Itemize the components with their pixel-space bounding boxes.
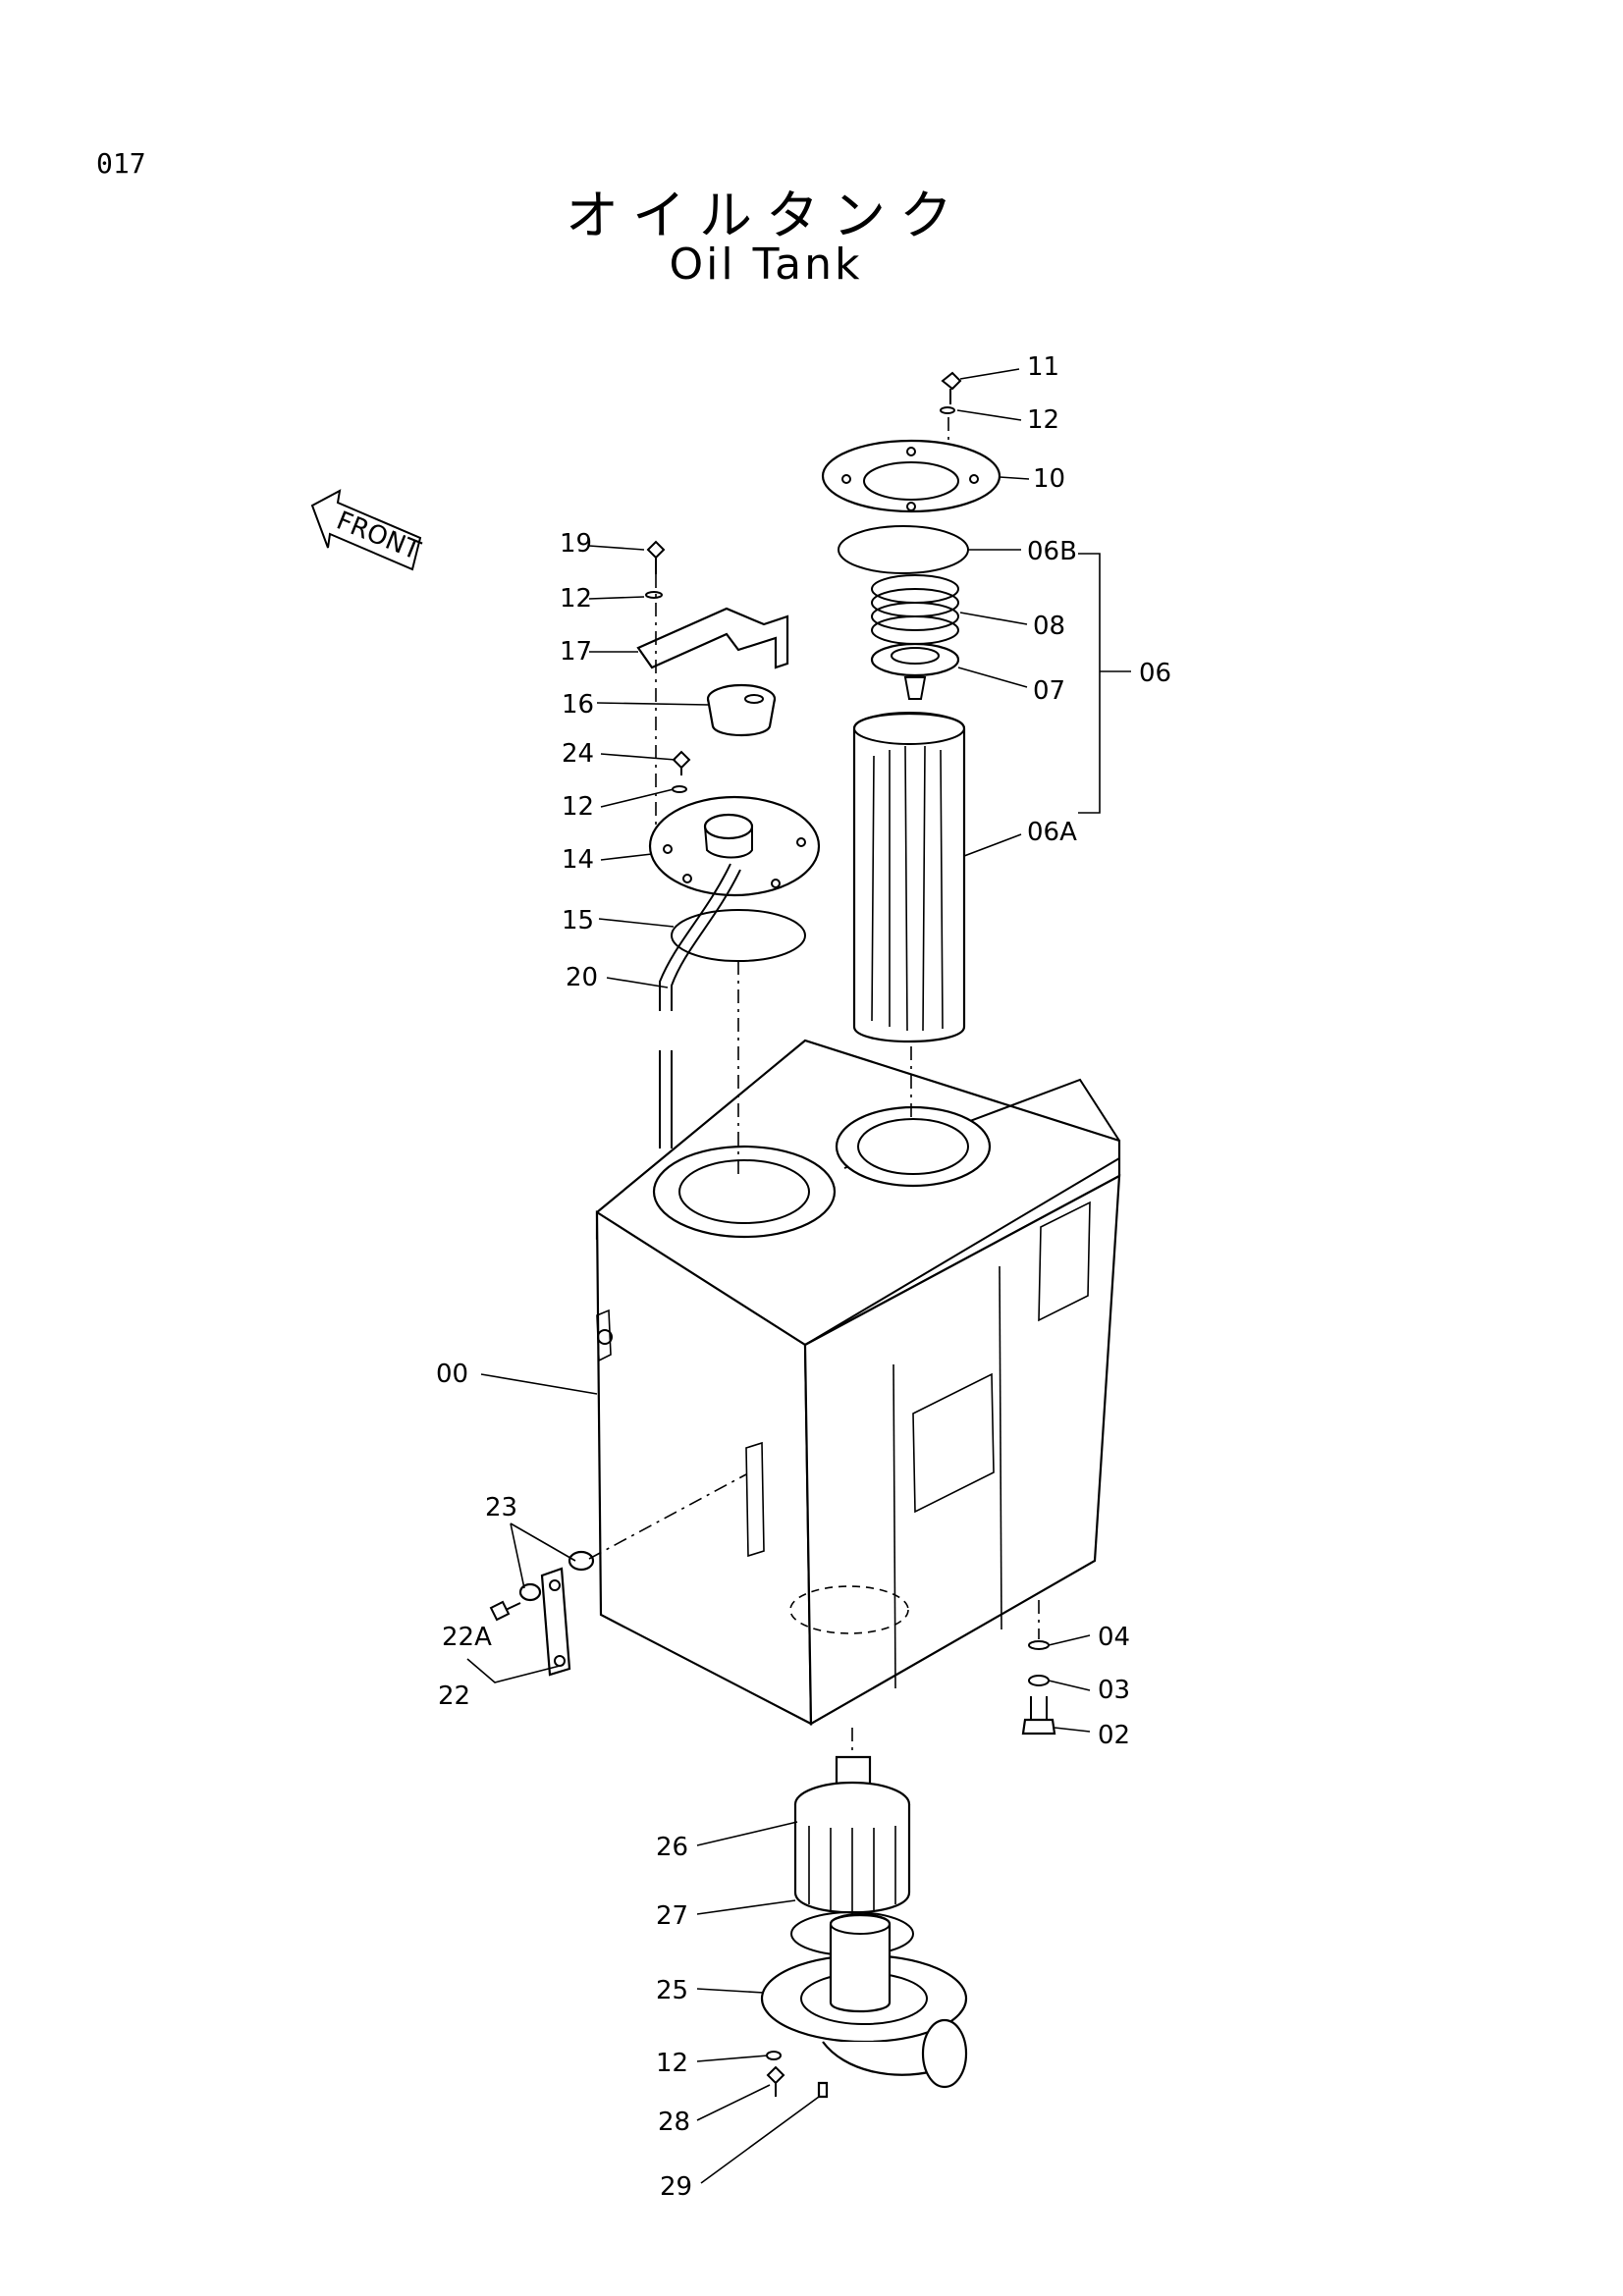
washer-12-upper (645, 591, 663, 599)
oil-tank-body (595, 1039, 1121, 1726)
case-25 (760, 1913, 968, 2089)
callout-27: 27 (656, 1901, 688, 1931)
bolt-11 (941, 371, 962, 404)
callout-07: 07 (1033, 676, 1065, 706)
page-title-english: Oil Tank (669, 240, 863, 290)
leader-lines (466, 368, 1131, 2184)
callout-06: 06 (1139, 659, 1171, 688)
strainer-26 (793, 1755, 911, 1914)
spring-08 (871, 574, 959, 645)
callout-12-left-upper: 12 (560, 584, 592, 614)
o-ring-06b (838, 525, 969, 574)
callout-04: 04 (1098, 1623, 1130, 1652)
hose-20 (659, 863, 741, 1148)
bolt-22a (489, 1600, 521, 1622)
lock-washer-03 (1028, 1675, 1050, 1686)
washer-12 (940, 406, 955, 414)
bracket-22 (540, 1567, 571, 1677)
callout-08: 08 (1033, 612, 1065, 641)
callout-12-left-mid: 12 (562, 792, 594, 822)
front-arrow-icon: FRONT (310, 489, 424, 571)
filter-cover-10 (821, 439, 1001, 513)
plug-29 (817, 2081, 829, 2099)
callout-11: 11 (1027, 352, 1059, 382)
callout-22a: 22A (442, 1623, 492, 1652)
callout-23: 23 (485, 1493, 517, 1522)
valve-07 (870, 642, 960, 700)
callout-00: 00 (436, 1360, 468, 1389)
callout-16: 16 (562, 690, 594, 720)
o-ring-15 (671, 909, 806, 962)
callout-06a: 06A (1027, 818, 1077, 847)
bolt-19 (646, 540, 666, 574)
callout-10: 10 (1033, 464, 1065, 494)
callout-06b: 06B (1027, 537, 1077, 566)
callout-labels: 11 12 10 06B 08 07 06 06A 19 12 17 16 24… (436, 352, 1171, 2202)
callout-19: 19 (560, 529, 592, 559)
callout-26: 26 (656, 1833, 688, 1862)
callout-12-top: 12 (1027, 405, 1059, 435)
bolt-24 (672, 750, 691, 775)
page-number: 017 (96, 147, 146, 180)
cap-16 (706, 683, 777, 736)
callout-28: 28 (658, 2108, 690, 2137)
callout-22: 22 (438, 1682, 470, 1711)
callout-02: 02 (1098, 1721, 1130, 1750)
callout-17: 17 (560, 637, 592, 667)
page-title-japanese: オイルタンク (566, 185, 966, 246)
bolt-02 (1021, 1696, 1056, 1735)
washer-12-lower (766, 2051, 782, 2060)
callout-29: 29 (660, 2172, 692, 2202)
bracket-17 (636, 607, 789, 669)
callout-12-bottom: 12 (656, 2049, 688, 2078)
washer-04 (1028, 1640, 1050, 1650)
cover-14 (648, 795, 821, 897)
callout-24: 24 (562, 739, 594, 769)
filter-element-06a (852, 712, 966, 1043)
callout-14: 14 (562, 845, 594, 875)
washer-12-mid (672, 785, 687, 793)
front-label: FRONT (332, 507, 424, 566)
rubber-23 (518, 1550, 595, 1602)
bolt-28 (766, 2065, 785, 2097)
callout-03: 03 (1098, 1676, 1130, 1705)
callout-20: 20 (566, 963, 598, 992)
callout-25: 25 (656, 1976, 688, 2005)
callout-15: 15 (562, 906, 594, 935)
